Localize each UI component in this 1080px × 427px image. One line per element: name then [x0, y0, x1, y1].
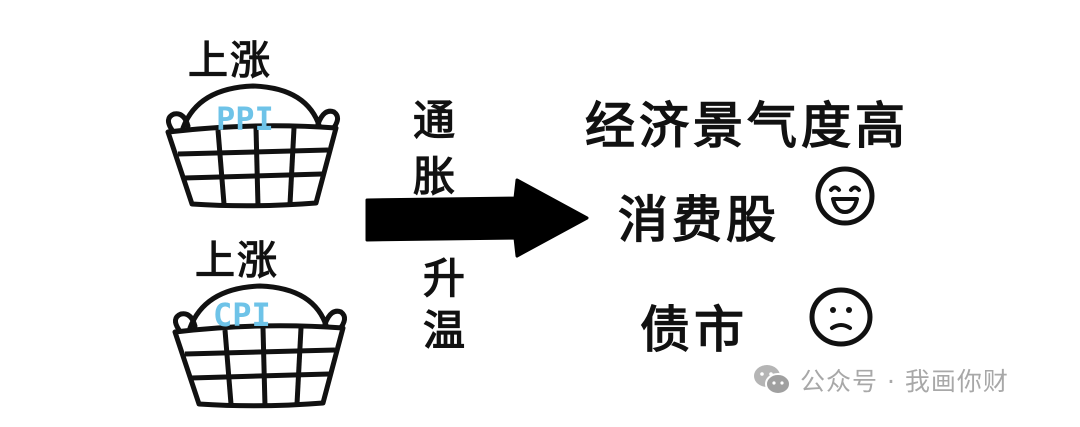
- grinning-face-icon: [815, 166, 875, 226]
- watermark: 公众号 · 我画你财: [752, 362, 1009, 398]
- watermark-text: 公众号 · 我画你财: [800, 367, 1009, 396]
- ppi-basket-group: 上涨 PPI: [158, 28, 348, 209]
- arrow-bottom-char-2: 温: [422, 306, 465, 355]
- frowning-face-icon: [809, 287, 873, 347]
- cpi-rising-label: 上涨: [195, 238, 279, 284]
- consumer-stocks-label: 消费股: [618, 191, 780, 249]
- arrow-top-char-1: 通: [412, 96, 455, 145]
- basket-icon: [165, 83, 340, 209]
- bond-market-label: 债市: [640, 301, 748, 359]
- basket-icon: [172, 283, 347, 409]
- right-arrow-icon: [365, 178, 589, 258]
- wechat-icon: [754, 365, 791, 395]
- arrow-bottom-char-1: 升: [422, 254, 465, 303]
- cpi-tag: CPI: [213, 296, 271, 334]
- ppi-tag: PPI: [216, 100, 274, 138]
- arrow-top-char-2: 胀: [412, 152, 455, 201]
- ppi-rising-label: 上涨: [188, 38, 272, 84]
- cpi-basket-group: 上涨 CPI: [165, 228, 355, 409]
- economic-prosperity-headline: 经济景气度高: [585, 97, 909, 155]
